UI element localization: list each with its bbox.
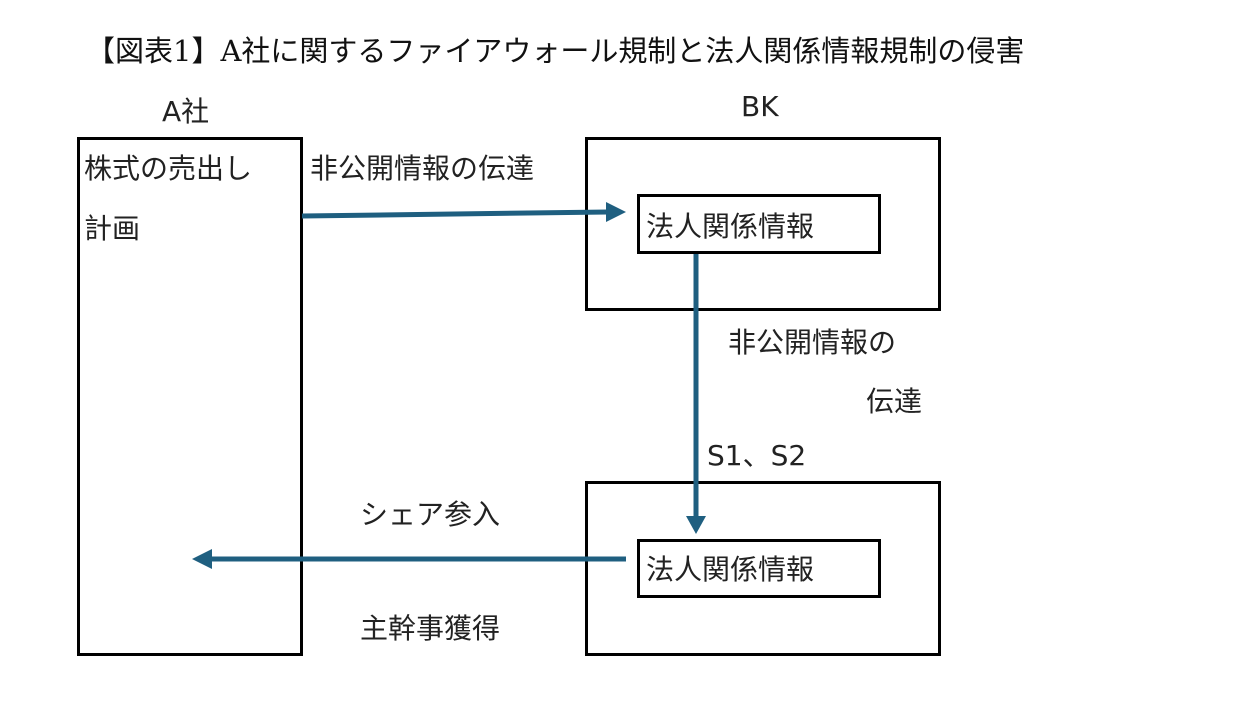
figure-title: 【図表1】A社に関するファイアウォール規制と法人関係情報規制の侵害 — [86, 34, 1025, 68]
arrow-bk-to-a — [192, 549, 626, 569]
bk-upper-box — [585, 137, 941, 311]
bottom-arrow-label-above: シェア参入 — [360, 498, 501, 531]
bk-upper-inner-label: 法人関係情報 — [646, 210, 815, 243]
bk-lower-box — [585, 481, 941, 656]
a-company-content-line2: 計画 — [84, 212, 141, 245]
vertical-arrow-sublabel: S1、S2 — [707, 439, 807, 472]
bottom-arrow-label-below: 主幹事獲得 — [360, 612, 501, 645]
a-company-content-line1: 株式の売出し — [84, 152, 253, 185]
bk-upper-inner-box — [637, 194, 881, 254]
a-company-label: A社 — [162, 95, 210, 128]
vertical-arrow-label-line1: 非公開情報の — [728, 326, 897, 359]
a-company-box — [77, 137, 303, 656]
vertical-arrow-label-line2: 伝達 — [866, 385, 923, 418]
arrow-bk-upper-to-lower — [686, 254, 706, 534]
top-arrow-label: 非公開情報の伝達 — [310, 152, 535, 185]
bk-lower-inner-box — [637, 539, 881, 598]
arrow-a-to-bk — [301, 202, 626, 222]
bk-label: BK — [741, 90, 779, 123]
bk-lower-inner-label: 法人関係情報 — [646, 553, 815, 586]
